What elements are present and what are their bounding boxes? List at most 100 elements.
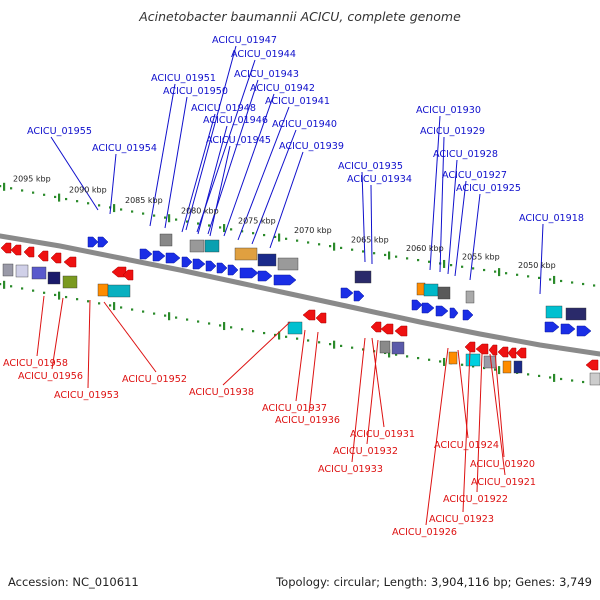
- gene-label[interactable]: ACICU_01953: [54, 390, 119, 401]
- reverse-gene-arrow[interactable]: [23, 246, 35, 258]
- forward-gene-arrow[interactable]: [87, 236, 99, 248]
- forward-gene-arrow[interactable]: [421, 302, 435, 314]
- gene-label[interactable]: ACICU_01956: [18, 371, 83, 382]
- gene-label[interactable]: ACICU_01941: [265, 96, 330, 107]
- reverse-gene-arrow[interactable]: [37, 250, 49, 262]
- feature-box[interactable]: [437, 286, 451, 300]
- forward-gene-arrow[interactable]: [560, 323, 576, 335]
- forward-gene-arrow[interactable]: [449, 307, 459, 319]
- reverse-gene-arrow[interactable]: [475, 343, 489, 355]
- reverse-gene-arrow[interactable]: [50, 252, 62, 264]
- feature-box[interactable]: [416, 282, 426, 296]
- reverse-gene-arrow[interactable]: [10, 244, 22, 256]
- forward-gene-arrow[interactable]: [576, 325, 592, 337]
- feature-box[interactable]: [189, 239, 205, 253]
- reverse-gene-arrow[interactable]: [302, 309, 316, 321]
- feature-box[interactable]: [545, 305, 563, 319]
- reverse-gene-arrow[interactable]: [497, 346, 509, 358]
- reverse-gene-arrow[interactable]: [370, 321, 382, 333]
- feature-box[interactable]: [234, 247, 258, 261]
- reverse-gene-arrow[interactable]: [380, 323, 394, 335]
- reverse-gene-arrow[interactable]: [515, 347, 527, 359]
- reverse-gene-arrow[interactable]: [394, 325, 408, 337]
- reverse-gene-arrow[interactable]: [464, 341, 476, 353]
- gene-label[interactable]: ACICU_01928: [433, 149, 498, 160]
- gene-label[interactable]: ACICU_01942: [250, 83, 315, 94]
- feature-box[interactable]: [15, 264, 29, 278]
- gene-label[interactable]: ACICU_01951: [151, 73, 216, 84]
- gene-label[interactable]: ACICU_01945: [206, 135, 271, 146]
- feature-box[interactable]: [465, 353, 481, 367]
- gene-label[interactable]: ACICU_01931: [350, 429, 415, 440]
- gene-label[interactable]: ACICU_01938: [189, 387, 254, 398]
- feature-box[interactable]: [513, 360, 523, 374]
- forward-gene-arrow[interactable]: [181, 256, 193, 268]
- feature-box[interactable]: [47, 271, 61, 285]
- gene-label[interactable]: ACICU_01947: [212, 35, 277, 46]
- forward-gene-arrow[interactable]: [216, 262, 228, 274]
- feature-box[interactable]: [31, 266, 47, 280]
- feature-box[interactable]: [97, 283, 109, 297]
- gene-label[interactable]: ACICU_01934: [347, 174, 412, 185]
- gene-label[interactable]: ACICU_01950: [163, 86, 228, 97]
- gene-label[interactable]: ACICU_01944: [231, 49, 296, 60]
- gene-label[interactable]: ACICU_01923: [429, 514, 494, 525]
- gene-label[interactable]: ACICU_01930: [416, 105, 481, 116]
- feature-box[interactable]: [204, 239, 220, 253]
- gene-label[interactable]: ACICU_01946: [203, 115, 268, 126]
- gene-label[interactable]: ACICU_01952: [122, 374, 187, 385]
- gene-label[interactable]: ACICU_01920: [470, 459, 535, 470]
- gene-label[interactable]: ACICU_01954: [92, 143, 157, 154]
- reverse-gene-arrow[interactable]: [315, 312, 327, 324]
- gene-label[interactable]: ACICU_01939: [279, 141, 344, 152]
- forward-gene-arrow[interactable]: [152, 250, 166, 262]
- gene-label[interactable]: ACICU_01943: [234, 69, 299, 80]
- gene-label[interactable]: ACICU_01937: [262, 403, 327, 414]
- reverse-gene-arrow[interactable]: [63, 256, 77, 268]
- gene-label[interactable]: ACICU_01936: [275, 415, 340, 426]
- feature-box[interactable]: [354, 270, 372, 284]
- gene-label[interactable]: ACICU_01922: [443, 494, 508, 505]
- gene-label[interactable]: ACICU_01933: [318, 464, 383, 475]
- gene-label[interactable]: ACICU_01927: [442, 170, 507, 181]
- feature-box[interactable]: [423, 283, 439, 297]
- forward-gene-arrow[interactable]: [462, 309, 474, 321]
- forward-gene-arrow[interactable]: [139, 248, 153, 260]
- forward-gene-arrow[interactable]: [239, 267, 259, 279]
- gene-label[interactable]: ACICU_01918: [519, 213, 584, 224]
- forward-gene-arrow[interactable]: [435, 305, 449, 317]
- gene-label[interactable]: ACICU_01926: [392, 527, 457, 538]
- reverse-gene-arrow[interactable]: [122, 269, 134, 281]
- feature-box[interactable]: [257, 253, 277, 267]
- forward-gene-arrow[interactable]: [273, 274, 297, 286]
- gene-label[interactable]: ACICU_01921: [471, 477, 536, 488]
- gene-label[interactable]: ACICU_01948: [191, 103, 256, 114]
- gene-label[interactable]: ACICU_01940: [272, 119, 337, 130]
- feature-box[interactable]: [465, 290, 475, 304]
- feature-box[interactable]: [589, 372, 600, 386]
- feature-box[interactable]: [448, 351, 458, 365]
- feature-box[interactable]: [391, 341, 405, 355]
- reverse-gene-arrow[interactable]: [507, 347, 517, 359]
- feature-box[interactable]: [62, 275, 78, 289]
- forward-gene-arrow[interactable]: [97, 236, 109, 248]
- forward-gene-arrow[interactable]: [165, 252, 181, 264]
- reverse-gene-arrow[interactable]: [585, 359, 599, 371]
- forward-gene-arrow[interactable]: [353, 290, 365, 302]
- gene-label[interactable]: ACICU_01925: [456, 183, 521, 194]
- feature-box[interactable]: [107, 284, 131, 298]
- feature-box[interactable]: [502, 360, 512, 374]
- feature-box[interactable]: [277, 257, 299, 271]
- forward-gene-arrow[interactable]: [544, 321, 560, 333]
- feature-box[interactable]: [379, 340, 391, 354]
- forward-gene-arrow[interactable]: [257, 270, 273, 282]
- gene-label[interactable]: ACICU_01932: [333, 446, 398, 457]
- reverse-gene-arrow[interactable]: [488, 344, 498, 356]
- reverse-gene-arrow[interactable]: [0, 242, 12, 254]
- gene-label[interactable]: ACICU_01929: [420, 126, 485, 137]
- feature-box[interactable]: [2, 263, 14, 277]
- gene-label[interactable]: ACICU_01955: [27, 126, 92, 137]
- feature-box[interactable]: [565, 307, 587, 321]
- feature-box[interactable]: [287, 321, 303, 335]
